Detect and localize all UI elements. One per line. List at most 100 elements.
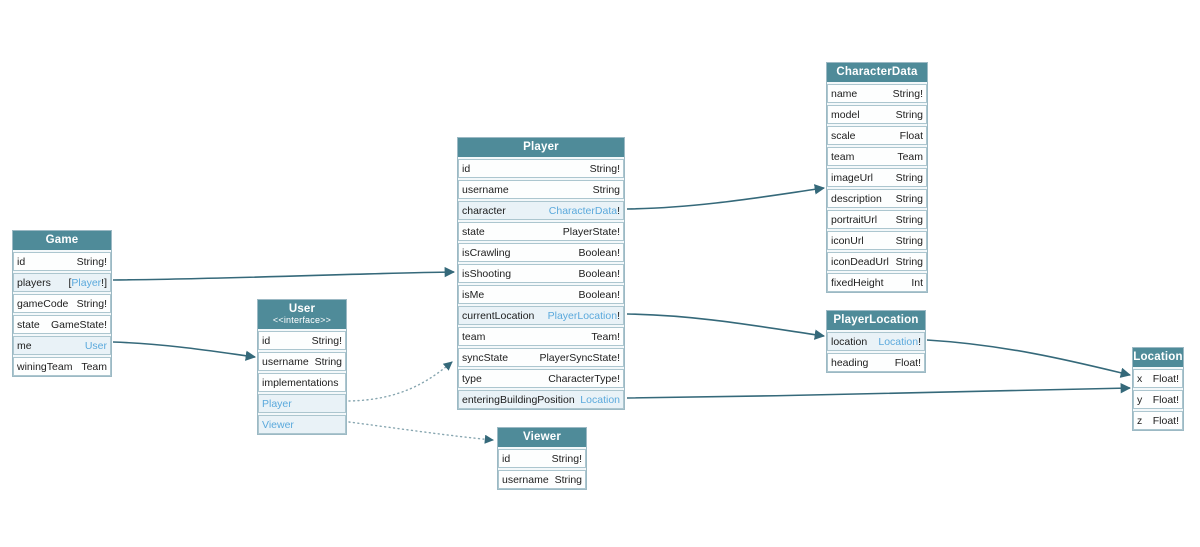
table-row[interactable]: enteringBuildingPosition Location [458, 390, 624, 409]
type-text: String [895, 171, 923, 184]
type-link[interactable]: User [84, 339, 107, 352]
field-name: winingTeam [17, 360, 73, 373]
field-name: syncState [462, 351, 509, 364]
table-row[interactable]: team Team! [458, 327, 624, 346]
field-name: iconDeadUrl [831, 255, 889, 268]
field-type: String [896, 256, 923, 268]
table-title: Player [523, 141, 559, 154]
type-text: String! [892, 87, 923, 100]
table-row[interactable]: players[Player!] [13, 273, 111, 292]
table-row[interactable]: z Float! [1133, 411, 1183, 430]
field-name: id [502, 452, 511, 465]
field-name: currentLocation [462, 309, 535, 322]
table-header[interactable]: PlayerLocation [827, 311, 925, 330]
field-type: Location! [878, 336, 921, 348]
field-name: team [462, 330, 486, 343]
table-row[interactable]: Player [258, 394, 346, 413]
table-header[interactable]: Location [1133, 348, 1183, 367]
type-text: String [895, 192, 923, 205]
type-link[interactable]: PlayerLocation [547, 309, 618, 322]
type-suffix: ! [918, 335, 921, 348]
table-header[interactable]: Viewer [498, 428, 586, 447]
edge-player-character-to-characterdata [626, 184, 826, 210]
table-header[interactable]: User<<interface>> [258, 300, 346, 329]
field-type: String [315, 356, 342, 368]
field-name: x [1137, 372, 1143, 385]
table-row[interactable]: iconDeadUrl String [827, 252, 927, 271]
type-text: CharacterType! [548, 372, 620, 385]
table-header[interactable]: CharacterData [827, 63, 927, 82]
type-text: String [314, 355, 342, 368]
field-name: state [17, 318, 40, 331]
field-name: id [17, 255, 26, 268]
table-row[interactable]: id String! [13, 252, 111, 271]
field-type: Float [900, 130, 923, 142]
field-type: Boolean! [579, 247, 620, 259]
type-link[interactable]: Player [71, 276, 102, 289]
field-name: state [462, 225, 485, 238]
table-header[interactable]: Game [13, 231, 111, 250]
table-header[interactable]: Player [458, 138, 624, 157]
table-row[interactable]: implementations [258, 373, 346, 392]
table-row[interactable]: Viewer [258, 415, 346, 434]
field-type: Int [911, 277, 923, 289]
type-text: String! [311, 334, 342, 347]
edge-game-me-to-user [112, 341, 257, 361]
type-text: Float! [1152, 414, 1179, 427]
field-name: enteringBuildingPosition [462, 393, 575, 406]
field-name: heading [831, 356, 869, 369]
type-text: Boolean! [578, 267, 620, 280]
type-link[interactable]: Location [878, 335, 919, 348]
type-text: String [895, 213, 923, 226]
implementation-link[interactable]: Viewer [262, 418, 294, 431]
field-type: String! [77, 256, 107, 268]
field-name: y [1137, 393, 1143, 406]
field-type: Team! [591, 331, 620, 343]
field-type: CharacterData! [549, 205, 620, 217]
table-subtitle: <<interface>> [272, 314, 332, 325]
table-title: User [288, 303, 316, 316]
type-text: Int [911, 276, 923, 289]
field-name: players [17, 276, 51, 289]
field-name: z [1137, 414, 1143, 427]
field-type: String [896, 109, 923, 121]
implementation-link[interactable]: Player [262, 397, 292, 410]
edge-playerlocation-location-to-location [926, 339, 1132, 378]
type-link[interactable]: CharacterData [548, 204, 618, 217]
type-link[interactable]: Location [580, 393, 620, 406]
field-type: Boolean! [579, 289, 620, 301]
